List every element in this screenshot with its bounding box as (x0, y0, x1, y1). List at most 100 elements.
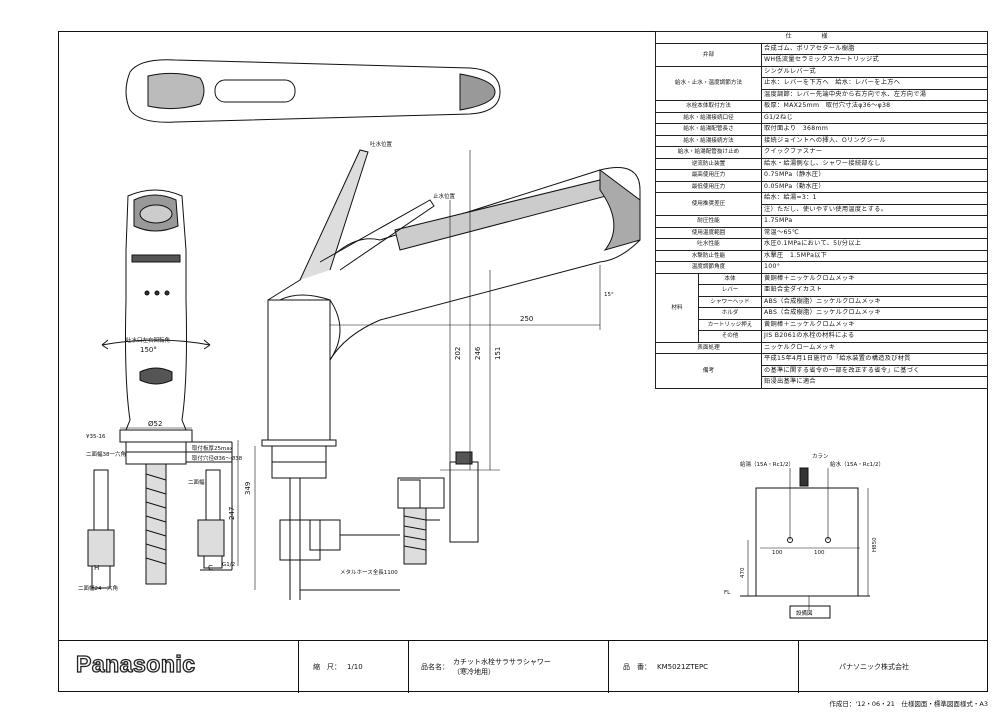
name-sub: （寒冷地用） (453, 668, 495, 676)
label-d247: 247 (228, 507, 236, 520)
install-d470: 470 (740, 567, 746, 578)
name-cell: 品名名： カチット水栓サラサラシャワー （寒冷地用） (408, 641, 609, 693)
label-hole: 取付穴径Ø36〜Ø38 (192, 454, 243, 462)
label-d202: 202 (454, 347, 462, 360)
side-view (261, 149, 641, 600)
spec-label: 給水・給湯接続口径 (655, 111, 762, 124)
spec-label: 水栓本体取付方法 (655, 100, 762, 113)
spec-label: 給水・給湯配管長さ (655, 123, 762, 136)
spec-value: 1.75MPa (761, 215, 988, 228)
label-d246: 246 (474, 346, 482, 360)
label-hex24: 二面幅24一六角 (78, 584, 118, 592)
label-ang15: 15° (604, 292, 614, 298)
spec-value: 0.75MPa（静水圧） (761, 169, 988, 182)
material-part: レバー (698, 284, 762, 297)
label-angle150: 150° (140, 346, 157, 354)
label-hexb: 二面幅 (188, 478, 205, 486)
install-right-label: 給水（15A・Rc1/2） (830, 460, 884, 468)
material-part: ホルダ (698, 307, 762, 320)
installation-diagram (740, 467, 870, 619)
company-cell: パナソニック株式会社 (798, 641, 989, 693)
spec-value: 水圧0.1MPaにおいて、5l/分以上 (761, 238, 988, 251)
spec-label: 温度調節角度 (655, 261, 762, 274)
scale-value: 1/10 (347, 663, 363, 671)
spec-header: 仕様 (655, 31, 988, 44)
spec-value: 水撃圧 1.5MPa以下 (761, 249, 988, 262)
dimension-lines (120, 150, 601, 590)
material-part: カートリッジ押え (698, 318, 762, 331)
label-C: C (208, 564, 213, 572)
drawing-frame (58, 31, 988, 692)
spec-label: 最低使用圧力 (655, 180, 762, 193)
name-label: 品名名： (421, 663, 449, 671)
spec-value: シングルレバー式 (761, 65, 988, 78)
scale-label: 縮 尺： (313, 663, 341, 671)
top-view (125, 59, 501, 123)
spec-label: 逆流防止装置 (655, 157, 762, 170)
remarks-label: 備考 (655, 353, 762, 389)
label-d52: Ø52 (148, 420, 162, 428)
model-value: KM5021ZTEPC (657, 663, 709, 671)
remarks-value: 鉛浸出基準に適合 (761, 376, 988, 389)
label-spout-pos: 吐水位置 (370, 140, 393, 148)
spec-value: 給水・給湯側なし、シャワー接続部なし (761, 157, 988, 170)
spec-value: WH低流量セラミックスカートリッジ式 (761, 54, 988, 67)
spec-value: 合成ゴム、ポリアセタール樹脂 (761, 42, 988, 55)
material-value: ABS（合成樹脂）ニッケルクロムメッキ (761, 295, 988, 308)
label-d349: 349 (244, 482, 252, 495)
name-value: カチット水栓サラサラシャワー (453, 658, 551, 666)
label-plate: 取付板厚25max (192, 444, 234, 452)
install-left-label: 給湯（15A・Rc1/2） (740, 460, 794, 468)
material-part: シャワーヘッド (698, 295, 762, 308)
install-caption: 設備図 (796, 609, 813, 617)
install-top-label: カラン (812, 453, 829, 460)
material-part: 本体 (698, 272, 762, 285)
footer-note: 作成日：'12・06・21 仕様図面・標準図面様式・A3 (829, 700, 988, 708)
scale-cell: 縮 尺： 1/10 (298, 641, 409, 693)
label-d250: 250 (520, 315, 533, 323)
spec-value: 常温〜65℃ (761, 226, 988, 239)
label-hex38: 二面幅38一六角 (86, 450, 126, 458)
spec-value: 温度調節：レバー先端中央から右方向で水、左方向で湯 (761, 88, 988, 101)
spec-label: 給水・給湯接続方法 (655, 134, 762, 147)
label-g12: G1/2 (222, 562, 235, 568)
model-cell: 品 番： KM5021ZTEPC (608, 641, 799, 693)
panasonic-logo: Panasonic (75, 650, 196, 677)
spec-value: 取付面より 368mm (761, 123, 988, 136)
remarks-value: 平成15年4月1日施行の「給水装置の構造及び材質 (761, 353, 988, 366)
spec-label: 使用推奨差圧 (655, 192, 762, 216)
company-name: パナソニック株式会社 (839, 663, 909, 671)
material-value: 黄銅棒＋ニッケルクロムメッキ (761, 272, 988, 285)
surface-label: 表面処理 (655, 341, 762, 354)
spec-value: 100° (761, 261, 988, 274)
spec-value: 0.05MPa（動水圧） (761, 180, 988, 193)
label-d151: 151 (494, 347, 502, 360)
title-block: Panasonic 縮 尺： 1/10 品名名： カチット水栓サラサラシャワー … (58, 640, 988, 693)
spec-value: 注）ただし、使いやすい使用温度とする。 (761, 203, 988, 216)
spec-label: 使用温度範囲 (655, 226, 762, 239)
install-h850: H850 (872, 537, 878, 552)
material-label: 材料 (655, 272, 699, 343)
spec-label: 給水・給湯配管抜け止め (655, 146, 762, 159)
spec-value: 接続ジョイントへの挿入、Oリングシール (761, 134, 988, 147)
label-hose: メタルホース全長1100 (340, 568, 398, 576)
label-rotate: 吐水口左右回転角 (126, 336, 170, 344)
label-H: H (94, 564, 99, 572)
spec-value: クイックファスナー (761, 146, 988, 159)
material-part: その他 (698, 330, 762, 343)
spec-value: 止水：レバーを下方へ 給水：レバーを上方へ (761, 77, 988, 90)
install-d100b: 100 (814, 550, 825, 556)
install-d100a: 100 (772, 550, 783, 556)
spec-value: 板厚：MAX25mm 取付穴寸法φ36〜φ38 (761, 100, 988, 113)
label-stop-pos: 止水位置 (433, 192, 456, 200)
install-fl: FL (724, 590, 731, 596)
surface-value: ニッケルクロームメッキ (761, 341, 988, 354)
remarks-value: の基準に関する省令の一部を改正する省令」に基づく (761, 364, 988, 377)
model-label: 品 番： (623, 663, 651, 671)
label-d35: ¥35-16 (86, 434, 106, 440)
material-value: JIS B2061の水栓の材料による (761, 330, 988, 343)
spec-label: 弁部 (655, 42, 762, 67)
front-view (87, 189, 233, 589)
